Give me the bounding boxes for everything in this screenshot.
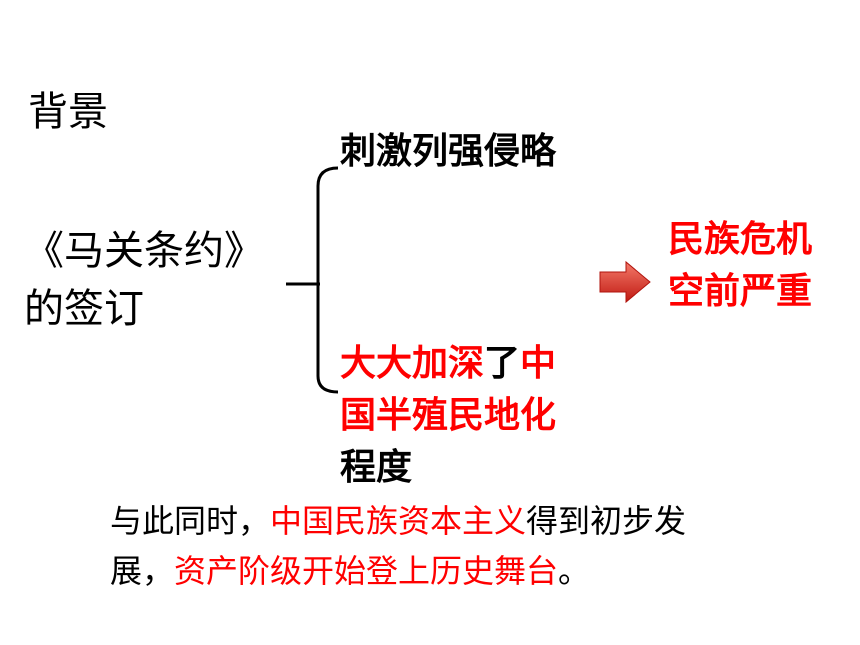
result-line-1: 民族危机: [668, 219, 813, 260]
branch2-red-2: 中: [520, 343, 557, 384]
branch-stimulate-invasion: 刺激列强侵略: [340, 131, 557, 172]
footer-line-2: 展，资产阶级开始登上历史舞台。: [110, 546, 686, 596]
footer-line1-c: 得到初步发: [526, 502, 687, 540]
footer-line2-c: 。: [558, 552, 591, 590]
section-heading: 背景: [28, 89, 108, 135]
footer-line1-a: 与此同时，: [110, 502, 271, 540]
footer-line1-b: 中国民族资本主义: [270, 502, 527, 540]
branch2-line-2: 国半殖民地化: [340, 395, 557, 436]
treaty-line-1: 《马关条约》: [24, 228, 264, 274]
branch-semi-colonization: 大大加深了中 国半殖民地化 程度: [340, 338, 556, 494]
right-arrow-icon: [599, 260, 651, 304]
branch2-black-1: 了: [484, 343, 521, 384]
branch2-red-1: 大大加深: [340, 343, 485, 384]
footer-text: 与此同时，中国民族资本主义得到初步发 展，资产阶级开始登上历史舞台。: [110, 496, 686, 596]
branch2-line-1: 大大加深了中: [340, 338, 556, 390]
branch2-line-3: 程度: [340, 447, 413, 488]
footer-line-1: 与此同时，中国民族资本主义得到初步发: [110, 496, 686, 546]
footer-line2-a: 展，: [110, 552, 175, 590]
result-national-crisis: 民族危机 空前严重: [668, 214, 812, 318]
treaty-label: 《马关条约》 的签订: [24, 222, 264, 338]
treaty-line-2: 的签订: [24, 286, 144, 332]
curly-bracket: [286, 166, 339, 394]
result-line-2: 空前严重: [668, 271, 813, 312]
footer-line2-b: 资产阶级开始登上历史舞台: [174, 552, 559, 590]
